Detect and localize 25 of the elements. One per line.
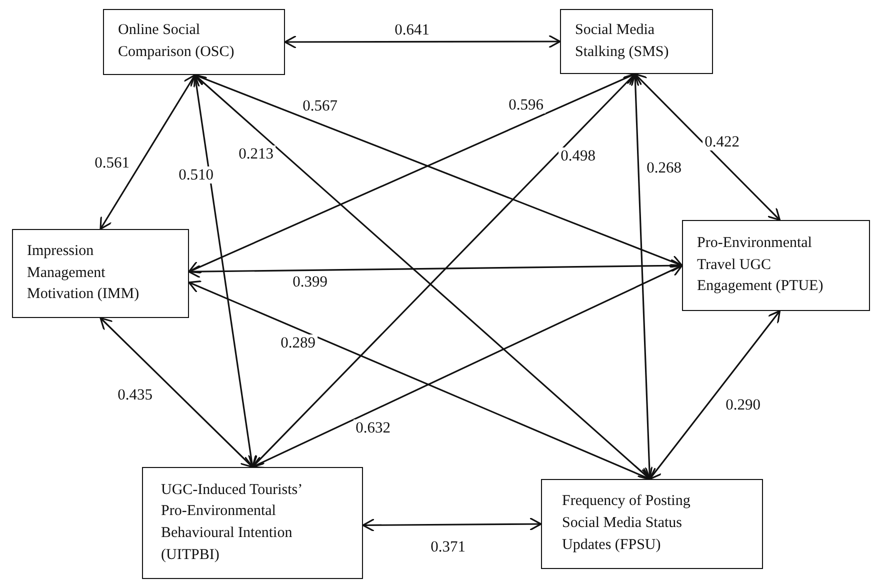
construct-box bbox=[103, 9, 285, 75]
double-headed-arrow bbox=[194, 74, 651, 480]
double-headed-arrow bbox=[252, 73, 636, 468]
double-headed-arrow bbox=[648, 310, 781, 480]
construct-box bbox=[682, 220, 870, 311]
double-headed-arrow bbox=[100, 74, 196, 230]
double-headed-arrow bbox=[252, 264, 683, 469]
edge-label: 0.510 bbox=[176, 166, 216, 184]
double-headed-arrow bbox=[284, 34, 561, 49]
double-headed-arrow bbox=[362, 517, 542, 532]
construct-name: Pro-Environmental Travel UGC Engagement (PTUE) bbox=[697, 234, 824, 296]
double-headed-arrow bbox=[634, 73, 781, 221]
construct-name: Online Social Comparison (OSC) bbox=[118, 21, 236, 62]
construct-box bbox=[560, 9, 713, 74]
construct-box bbox=[541, 479, 763, 569]
construct-name: Social Media Stalking (SMS) bbox=[575, 20, 670, 62]
double-headed-arrow bbox=[188, 258, 683, 278]
construct-name: UGC-Induced Tourists’ Pro-Environmental Behavioural Intention (UITPBI) bbox=[161, 480, 302, 565]
edge-label: 0.422 bbox=[702, 133, 742, 151]
construct-box bbox=[12, 229, 189, 318]
edge-label: 0.596 bbox=[506, 96, 546, 114]
construct-name: Frequency of Posting Social Media Status Updates (FPSU) bbox=[562, 492, 692, 555]
construct-name: Impression Management Motivation (IMM) bbox=[27, 242, 140, 304]
double-headed-arrow bbox=[100, 317, 254, 468]
construct-box bbox=[142, 467, 363, 579]
